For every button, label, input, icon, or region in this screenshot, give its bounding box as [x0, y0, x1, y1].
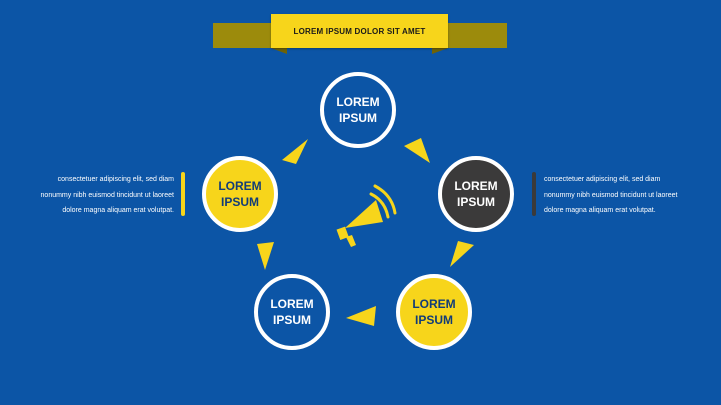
cycle-node-bottom-left-label: LOREM IPSUM: [270, 297, 314, 327]
cycle-node-right: LOREM IPSUM: [438, 156, 514, 232]
right-text-accent-bar: [532, 172, 536, 216]
cycle-node-top: LOREM IPSUM: [320, 72, 396, 148]
title-banner: LOREM IPSUM DOLOR SIT AMET: [213, 14, 507, 54]
arrow-right-down: [450, 241, 474, 267]
cycle-node-top-label: LOREM IPSUM: [336, 95, 380, 125]
megaphone-icon: [336, 184, 397, 247]
arrow-top-right: [404, 138, 430, 163]
left-description: consectetuer adipiscing elit, sed diam n…: [14, 172, 174, 219]
banner-fold-left: [271, 48, 287, 54]
banner-ribbon-front: LOREM IPSUM DOLOR SIT AMET: [271, 14, 448, 48]
cycle-node-left-label: LOREM IPSUM: [218, 179, 262, 209]
cycle-node-bottom-left: LOREM IPSUM: [254, 274, 330, 350]
left-description-line: consectetuer adipiscing elit, sed diam: [57, 176, 174, 183]
banner-title: LOREM IPSUM DOLOR SIT AMET: [293, 26, 426, 36]
arrow-top-left: [282, 139, 308, 164]
banner-fold-right: [432, 48, 448, 54]
right-description-line: dolore magna aliquam erat volutpat.: [544, 207, 656, 214]
arrow-left-down: [257, 242, 274, 270]
cycle-node-left: LOREM IPSUM: [202, 156, 278, 232]
cycle-node-bottom-right-label: LOREM IPSUM: [412, 297, 456, 327]
right-description-line: consectetuer adipiscing elit, sed diam: [544, 176, 661, 183]
left-text-accent-bar: [181, 172, 185, 216]
right-description-line: nonummy nibh euismod tincidunt ut laoree…: [544, 191, 678, 199]
cycle-node-bottom-right: LOREM IPSUM: [396, 274, 472, 350]
left-description-line: nonummy nibh euismod tincidunt ut laoree…: [40, 191, 174, 199]
right-description: consectetuer adipiscing elit, sed diam n…: [544, 172, 704, 219]
left-description-line: dolore magna aliquam erat volutpat.: [62, 207, 174, 214]
cycle-node-right-label: LOREM IPSUM: [454, 179, 498, 209]
arrow-bottom-left: [346, 306, 376, 326]
